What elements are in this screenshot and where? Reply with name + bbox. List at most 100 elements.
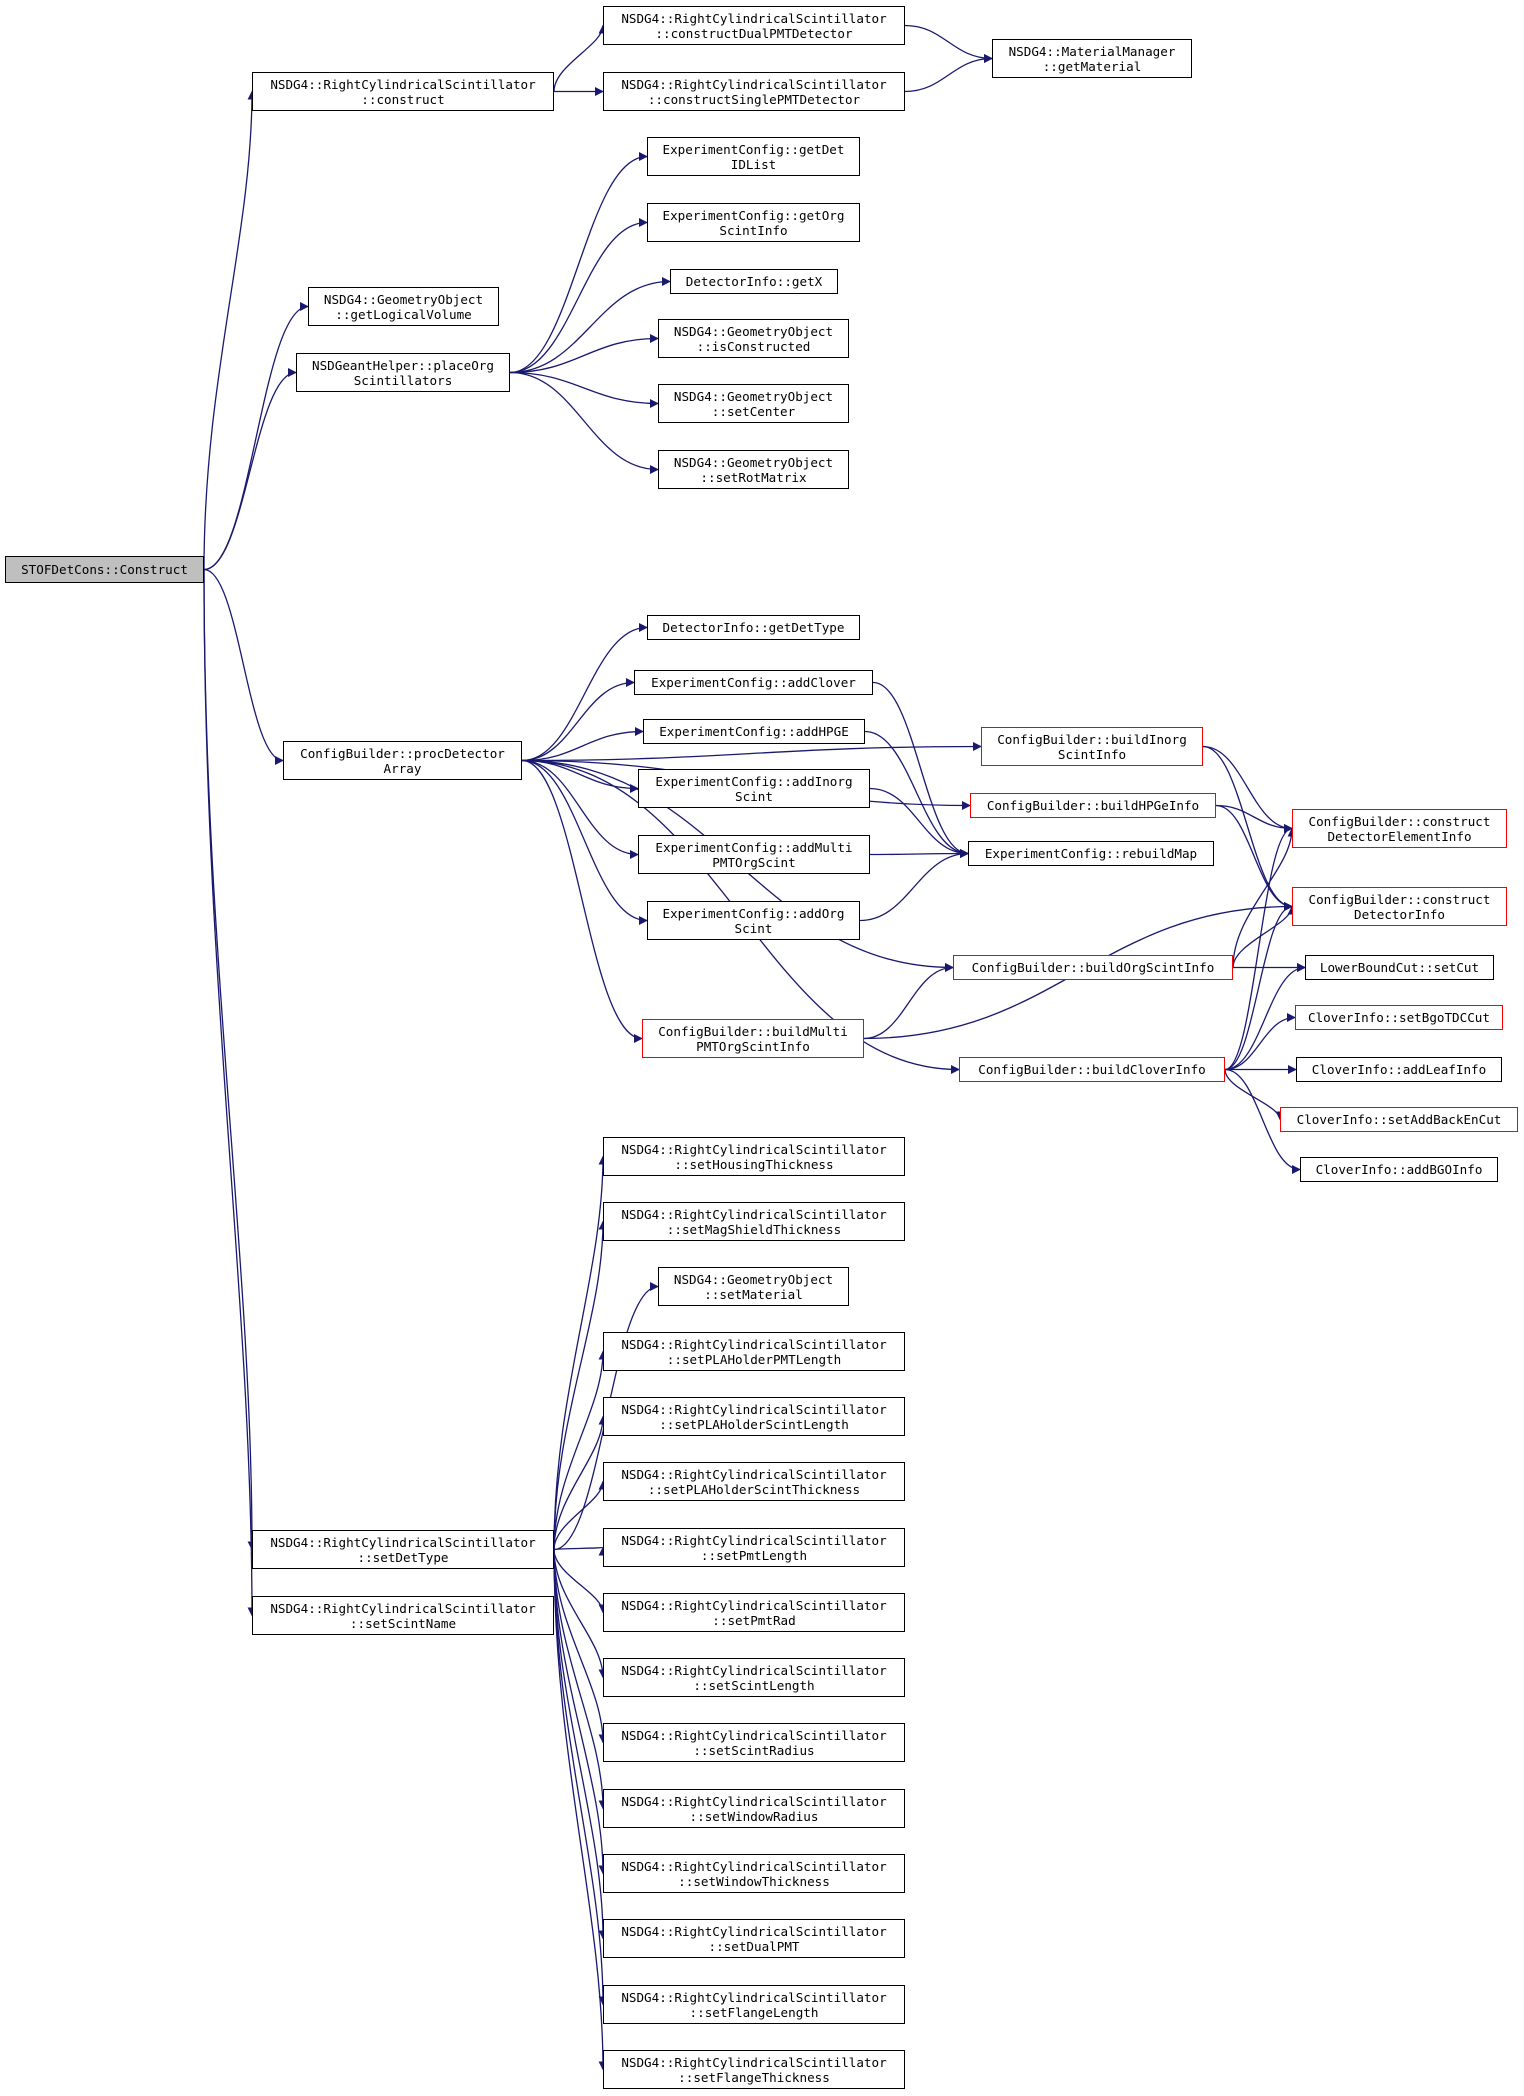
call-edge bbox=[203, 90, 257, 570]
call-edge bbox=[1224, 824, 1293, 1071]
node-build-hpge[interactable]: ConfigBuilder::buildHPGeInfo bbox=[970, 793, 1216, 818]
node-label-line: CloverInfo::setBgoTDCCut bbox=[1308, 1010, 1490, 1025]
node-add-clover[interactable]: ExperimentConfig::addClover bbox=[634, 670, 873, 695]
call-edge bbox=[864, 730, 969, 858]
node-rcs-pla-scint-len[interactable]: NSDG4::RightCylindricalScintillator::set… bbox=[603, 1397, 905, 1436]
node-label-line: CloverInfo::addLeafInfo bbox=[1311, 1062, 1487, 1077]
node-label-line: ::setDualPMT bbox=[708, 1938, 800, 1954]
node-geo-set-rot[interactable]: NSDG4::GeometryObject::setRotMatrix bbox=[658, 450, 849, 489]
node-label-line: ConfigBuilder::construct bbox=[1308, 891, 1491, 907]
node-label-line: ::setWindowRadius bbox=[689, 1808, 819, 1824]
node-clover-add-leaf[interactable]: CloverInfo::addLeafInfo bbox=[1296, 1057, 1502, 1082]
node-label-line: ::setWindowThickness bbox=[678, 1873, 830, 1889]
node-geo-is-constructed[interactable]: NSDG4::GeometryObject::isConstructed bbox=[658, 319, 849, 358]
node-label-line: ConfigBuilder::buildInorg bbox=[997, 731, 1187, 747]
node-label-line: ScintInfo bbox=[719, 222, 788, 238]
node-geo-set-center[interactable]: NSDG4::GeometryObject::setCenter bbox=[658, 384, 849, 423]
node-rcs-scint-radius[interactable]: NSDG4::RightCylindricalScintillator::set… bbox=[603, 1723, 905, 1762]
call-edge bbox=[553, 1549, 608, 1744]
node-lbc-set-cut[interactable]: LowerBoundCut::setCut bbox=[1305, 955, 1494, 980]
call-edge bbox=[203, 568, 284, 765]
call-edge bbox=[203, 569, 257, 1551]
node-rcs-construct-dual[interactable]: NSDG4::RightCylindricalScintillator::con… bbox=[603, 6, 905, 45]
node-label-line: ExperimentConfig::getOrg bbox=[662, 207, 845, 223]
node-rcs-pla-pmt-len[interactable]: NSDG4::RightCylindricalScintillator::set… bbox=[603, 1332, 905, 1371]
node-rcs-set-det-type[interactable]: NSDG4::RightCylindricalScintillator::set… bbox=[252, 1530, 554, 1569]
call-edge bbox=[1215, 804, 1293, 833]
node-label-line: ::setHousingThickness bbox=[674, 1156, 834, 1172]
node-det-get-x[interactable]: DetectorInfo::getX bbox=[670, 269, 838, 294]
call-edge bbox=[1202, 745, 1293, 833]
node-label-line: NSDG4::MaterialManager bbox=[1008, 43, 1176, 59]
node-build-clover[interactable]: ConfigBuilder::buildCloverInfo bbox=[959, 1057, 1225, 1082]
node-label-line: NSDG4::GeometryObject bbox=[673, 388, 834, 404]
call-edge bbox=[553, 1546, 607, 1556]
node-label-line: ExperimentConfig::addOrg bbox=[662, 905, 845, 921]
call-edge bbox=[553, 1415, 608, 1550]
node-rcs-mag-shield[interactable]: NSDG4::RightCylindricalScintillator::set… bbox=[603, 1202, 905, 1241]
node-rcs-construct-single[interactable]: NSDG4::RightCylindricalScintillator::con… bbox=[603, 72, 905, 111]
node-rcs-window-radius[interactable]: NSDG4::RightCylindricalScintillator::set… bbox=[603, 1789, 905, 1828]
call-edge bbox=[521, 727, 644, 762]
node-build-org[interactable]: ConfigBuilder::buildOrgScintInfo bbox=[953, 955, 1233, 980]
call-edge bbox=[509, 152, 648, 374]
node-label-line: ::setCenter bbox=[711, 403, 796, 419]
node-rcs-flange-length[interactable]: NSDG4::RightCylindricalScintillator::set… bbox=[603, 1985, 905, 2024]
node-label-line: NSDG4::RightCylindricalScintillator bbox=[621, 10, 887, 26]
node-rcs-dual-pmt[interactable]: NSDG4::RightCylindricalScintillator::set… bbox=[603, 1919, 905, 1958]
node-geo-set-material[interactable]: NSDG4::GeometryObject::setMaterial bbox=[658, 1267, 849, 1306]
call-edge bbox=[904, 24, 993, 63]
node-rcs-housing[interactable]: NSDG4::RightCylindricalScintillator::set… bbox=[603, 1137, 905, 1176]
node-add-hpge[interactable]: ExperimentConfig::addHPGE bbox=[643, 719, 865, 744]
call-edge bbox=[521, 678, 635, 762]
call-edge bbox=[203, 368, 297, 571]
node-label-line: NSDG4::GeometryObject bbox=[673, 1271, 834, 1287]
node-label-line: DetectorInfo::getX bbox=[685, 274, 823, 289]
node-geo-get-logical[interactable]: NSDG4::GeometryObject::getLogicalVolume bbox=[308, 287, 499, 326]
node-clover-bgo-tdc[interactable]: CloverInfo::setBgoTDCCut bbox=[1295, 1005, 1503, 1030]
node-rcs-flange-thick[interactable]: NSDG4::RightCylindricalScintillator::set… bbox=[603, 2050, 905, 2089]
node-label-line: ConfigBuilder::buildCloverInfo bbox=[978, 1062, 1206, 1077]
node-label-line: NSDG4::RightCylindricalScintillator bbox=[621, 1532, 887, 1548]
node-material-manager[interactable]: NSDG4::MaterialManager::getMaterial bbox=[992, 39, 1192, 78]
node-label-line: ExperimentConfig::rebuildMap bbox=[984, 846, 1198, 861]
node-det-get-det-type[interactable]: DetectorInfo::getDetType bbox=[647, 615, 860, 640]
node-rcs-pla-scint-thick[interactable]: NSDG4::RightCylindricalScintillator::set… bbox=[603, 1462, 905, 1501]
call-edge bbox=[1232, 827, 1297, 968]
node-label-line: ::setFlangeLength bbox=[689, 2004, 819, 2020]
node-rcs-window-thick[interactable]: NSDG4::RightCylindricalScintillator::set… bbox=[603, 1854, 905, 1893]
node-rcs-set-scint-name[interactable]: NSDG4::RightCylindricalScintillator::set… bbox=[252, 1596, 554, 1635]
node-label-line: ExperimentConfig::addClover bbox=[651, 675, 856, 690]
node-label-line: ::construct bbox=[361, 91, 445, 107]
node-rcs-pmt-rad[interactable]: NSDG4::RightCylindricalScintillator::set… bbox=[603, 1593, 905, 1632]
node-rcs-pmt-length[interactable]: NSDG4::RightCylindricalScintillator::set… bbox=[603, 1528, 905, 1567]
node-clover-add-bgo[interactable]: CloverInfo::addBGOInfo bbox=[1300, 1157, 1498, 1182]
node-label-line: ::setScintRadius bbox=[693, 1742, 815, 1758]
call-edge bbox=[553, 1220, 608, 1550]
node-clover-add-back[interactable]: CloverInfo::setAddBackEnCut bbox=[1280, 1107, 1518, 1132]
call-edge bbox=[553, 1549, 608, 1875]
node-label-line: Scint bbox=[734, 920, 773, 936]
call-edge bbox=[509, 218, 648, 374]
node-rebuild-map[interactable]: ExperimentConfig::rebuildMap bbox=[968, 841, 1214, 866]
node-label-line: LowerBoundCut::setCut bbox=[1319, 960, 1480, 975]
node-rcs-construct[interactable]: NSDG4::RightCylindricalScintillator::con… bbox=[252, 72, 554, 111]
node-label-line: ::setPLAHolderScintLength bbox=[659, 1416, 849, 1432]
node-label-line: ConfigBuilder::buildOrgScintInfo bbox=[971, 960, 1215, 975]
call-edge bbox=[203, 569, 257, 1617]
node-label-line: NSDG4::RightCylindricalScintillator bbox=[270, 1534, 536, 1550]
node-rcs-scint-length[interactable]: NSDG4::RightCylindricalScintillator::set… bbox=[603, 1658, 905, 1697]
node-label-line: ::setPmtRad bbox=[712, 1612, 796, 1628]
call-edge bbox=[553, 24, 608, 92]
